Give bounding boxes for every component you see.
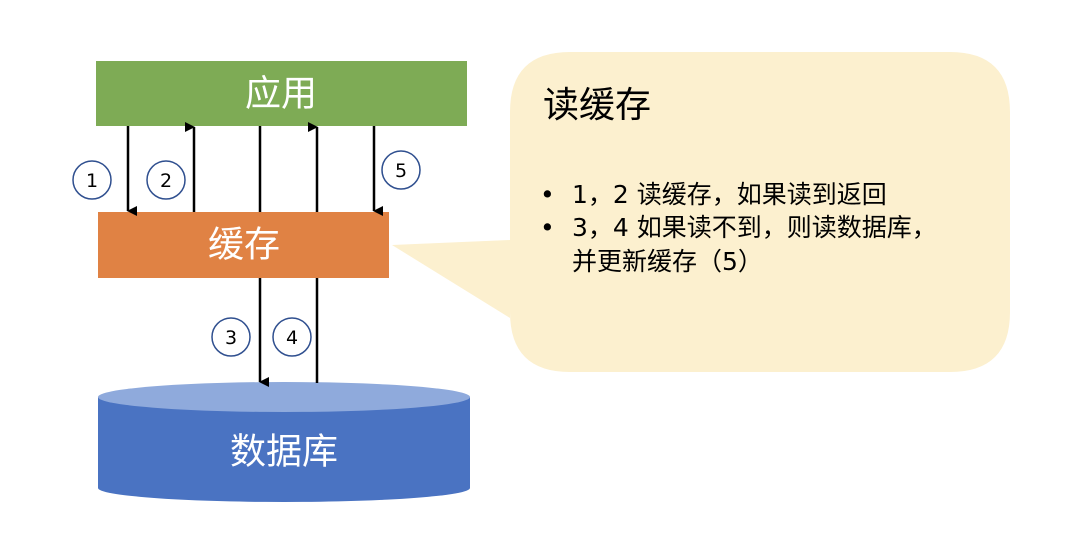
app-node: 应用 xyxy=(96,61,467,126)
callout-bullet-2-cont: 并更新缓存（5） xyxy=(572,247,763,276)
step-1-badge xyxy=(72,160,112,200)
step-5: 5 xyxy=(395,160,407,182)
bullet-dot: • xyxy=(540,213,555,242)
step-3-badge xyxy=(211,317,251,357)
step-5-badge xyxy=(381,150,421,190)
cache-node: 缓存 xyxy=(98,212,389,278)
step-3: 3 xyxy=(225,327,237,349)
app-label: 应用 xyxy=(245,74,317,115)
callout-bullet-1: 1，2 读缓存，如果读到返回 xyxy=(572,180,887,209)
step-2: 2 xyxy=(160,170,172,192)
step-1: 1 xyxy=(86,170,98,192)
database-label: 数据库 xyxy=(230,432,338,473)
step-4: 4 xyxy=(286,327,298,349)
database-node: 数据库 xyxy=(98,382,470,502)
step-markers: 1 2 3 4 5 xyxy=(72,150,421,357)
callout-bullet-2: 3，4 如果读不到，则读数据库， xyxy=(572,213,937,242)
cache-label: 缓存 xyxy=(208,225,280,266)
step-4-badge xyxy=(272,317,312,357)
bullet-dot: • xyxy=(540,180,555,209)
arrows xyxy=(126,122,383,387)
step-2-badge xyxy=(146,160,186,200)
callout-bubble: 读缓存 • 1，2 读缓存，如果读到返回 • 3，4 如果读不到，则读数据库， … xyxy=(392,52,1010,372)
callout-title: 读缓存 xyxy=(543,85,651,126)
